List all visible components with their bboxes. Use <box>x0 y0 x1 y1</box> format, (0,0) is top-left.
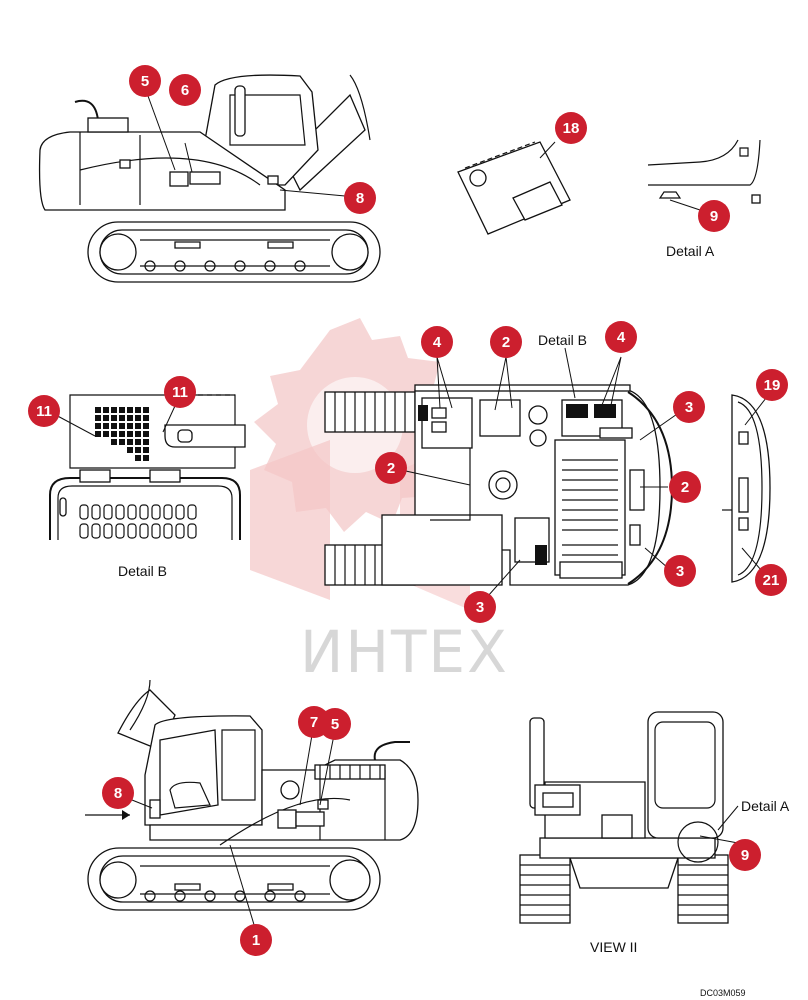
balloon-2-right: 2 <box>669 471 701 503</box>
excavator-side-view-bottom <box>85 95 701 929</box>
balloon-4-right: 4 <box>605 321 637 353</box>
svg-text:9: 9 <box>710 208 718 225</box>
balloon-2-top: 2 <box>490 326 522 358</box>
svg-text:1: 1 <box>252 932 260 949</box>
counterweight-side-view <box>722 392 771 583</box>
svg-text:3: 3 <box>685 399 693 416</box>
drawing-code: DC03M059 <box>700 988 746 998</box>
svg-text:19: 19 <box>764 377 781 394</box>
balloon-2-mid: 2 <box>375 452 407 484</box>
balloon-18: 18 <box>555 112 587 144</box>
svg-text:5: 5 <box>141 73 149 90</box>
warning-grid-decal <box>95 407 149 461</box>
watermark-text: ИНТЕХ <box>300 618 509 686</box>
svg-text:11: 11 <box>36 403 52 420</box>
balloon-4-left: 4 <box>421 326 453 358</box>
svg-text:4: 4 <box>433 334 442 351</box>
detail-a-ref-label: Detail A <box>741 798 790 814</box>
detail-b-drawing: Detail B <box>49 394 246 579</box>
svg-text:2: 2 <box>387 460 395 477</box>
svg-text:21: 21 <box>763 572 780 589</box>
decal-sheet-18 <box>457 141 571 235</box>
excavator-side-view-top <box>38 74 381 283</box>
detail-b-label: Detail B <box>118 563 167 579</box>
detail-a-label: Detail A <box>666 243 715 259</box>
balloon-8-bottom: 8 <box>102 777 134 809</box>
svg-text:5: 5 <box>331 716 339 733</box>
svg-text:2: 2 <box>502 334 510 351</box>
balloon-11-right: 11 <box>164 376 196 408</box>
svg-text:7: 7 <box>310 714 318 731</box>
svg-text:3: 3 <box>676 563 684 580</box>
detail-b-ref-label: Detail B <box>538 332 587 348</box>
balloon-8-top: 8 <box>344 182 376 214</box>
svg-text:8: 8 <box>114 785 122 802</box>
view-ii-label: VIEW II <box>590 939 637 955</box>
svg-text:11: 11 <box>172 384 188 401</box>
balloon-5-bottom: 5 <box>319 708 351 740</box>
balloon-19: 19 <box>756 369 788 401</box>
balloon-11-left: 11 <box>28 395 60 427</box>
svg-text:6: 6 <box>181 82 189 99</box>
balloon-1: 1 <box>240 924 272 956</box>
svg-text:4: 4 <box>617 329 626 346</box>
balloon-9-view: 9 <box>729 839 761 871</box>
balloon-9-detail: 9 <box>698 200 730 232</box>
rear-view-ii: Detail A VIEW II <box>519 711 790 955</box>
balloon-3-bottom: 3 <box>464 591 496 623</box>
svg-text:18: 18 <box>563 120 580 137</box>
balloon-3-top: 3 <box>673 391 705 423</box>
svg-text:9: 9 <box>741 847 749 864</box>
balloon-21: 21 <box>755 564 787 596</box>
svg-text:8: 8 <box>356 190 364 207</box>
svg-text:2: 2 <box>681 479 689 496</box>
svg-text:3: 3 <box>476 599 484 616</box>
balloon-6-top: 6 <box>169 74 201 106</box>
balloon-5-top: 5 <box>129 65 161 97</box>
detail-a-drawing: Detail A <box>647 139 761 259</box>
excavator-top-view <box>324 384 674 586</box>
callout-balloons: 5 6 8 18 9 4 2 4 3 2 2 3 3 11 11 19 21 7… <box>28 65 788 956</box>
balloon-3-right: 3 <box>664 555 696 587</box>
